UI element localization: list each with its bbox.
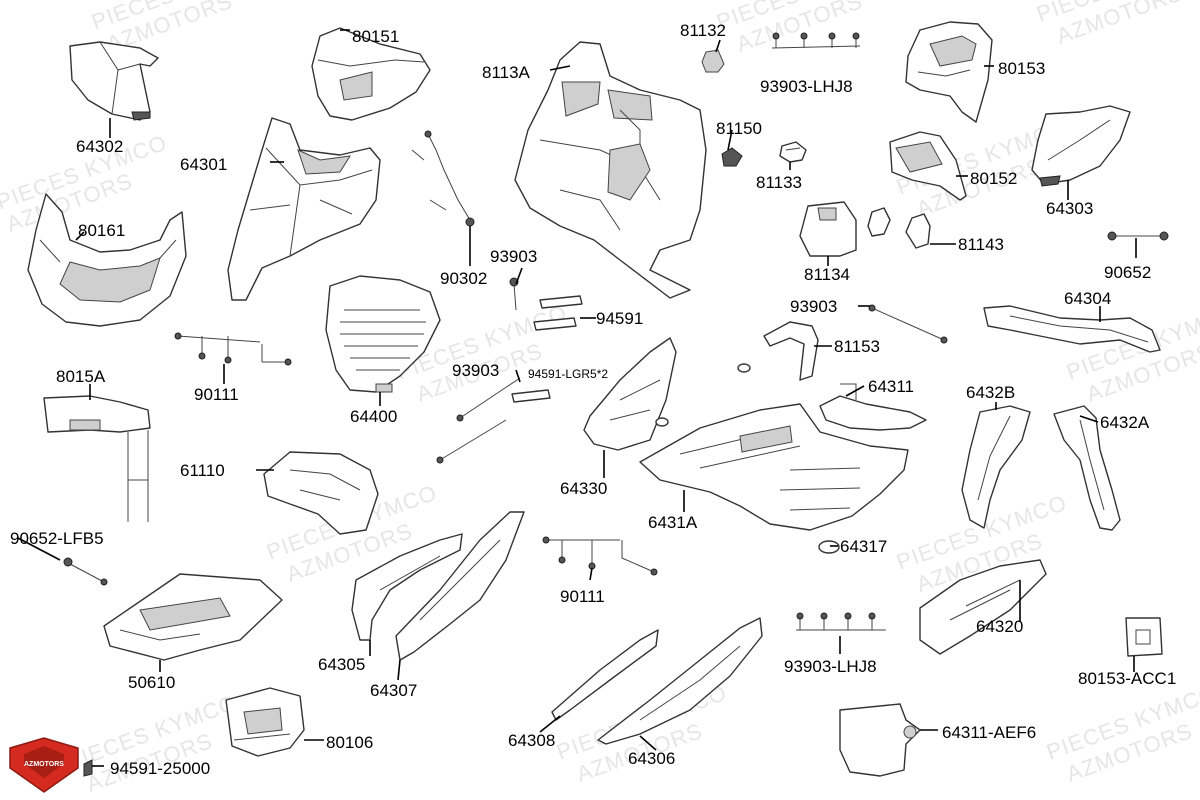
- part-64330[interactable]: [583, 337, 677, 451]
- part-8113A[interactable]: [514, 41, 707, 299]
- part-50610[interactable]: [103, 573, 283, 661]
- label-93903-b: 93903: [790, 297, 837, 316]
- label-64304: 64304: [1064, 289, 1111, 308]
- part-61110[interactable]: [263, 451, 379, 535]
- part-81134[interactable]: [799, 201, 857, 257]
- part-93903-lhj8-bottom[interactable]: [796, 612, 886, 631]
- part-64307[interactable]: [395, 511, 525, 661]
- label-64303: 64303: [1046, 199, 1093, 218]
- label-90111-b: 90111: [560, 587, 605, 606]
- label-64311: 64311: [868, 377, 914, 396]
- part-90111-b[interactable]: [542, 536, 658, 576]
- label-81132: 81132: [680, 21, 726, 40]
- part-90111-a[interactable]: [174, 332, 292, 366]
- label-6432A: 6432A: [1100, 413, 1150, 432]
- part-80152[interactable]: [889, 131, 967, 201]
- label-80153-acc1: 80153-ACC1: [1078, 669, 1176, 688]
- part-64311[interactable]: [819, 383, 927, 431]
- part-6432A[interactable]: [1053, 405, 1121, 531]
- label-90111-a: 90111: [194, 385, 239, 404]
- part-90652-lfb5[interactable]: [63, 557, 108, 586]
- label-64301: 64301: [180, 155, 227, 174]
- label-80152: 80152: [970, 169, 1017, 188]
- part-81153[interactable]: [763, 321, 819, 381]
- logo-text: AZMOTORS: [24, 761, 64, 768]
- label-81134: 81134: [804, 265, 850, 284]
- label-64317: 64317: [840, 537, 887, 556]
- part-64301[interactable]: [227, 117, 381, 301]
- label-80153: 80153: [998, 59, 1045, 78]
- label-64400: 64400: [350, 407, 397, 426]
- label-80151: 80151: [352, 27, 399, 46]
- label-80106: 80106: [326, 733, 373, 752]
- part-64308[interactable]: [551, 629, 659, 721]
- part-80106[interactable]: [225, 687, 305, 757]
- label-80161: 80161: [78, 221, 125, 240]
- label-64305: 64305: [318, 655, 365, 674]
- part-64304[interactable]: [983, 305, 1161, 353]
- label-81143: 81143: [958, 235, 1004, 254]
- part-81143[interactable]: [867, 207, 931, 249]
- label-81150: 81150: [716, 119, 762, 138]
- leader-lines: [17, 29, 1137, 767]
- part-80161[interactable]: [27, 193, 187, 327]
- part-81133[interactable]: [779, 141, 807, 163]
- azmotors-logo: AZMOTORS: [9, 737, 79, 793]
- part-94591[interactable]: [533, 295, 583, 331]
- label-81133: 81133: [756, 173, 802, 192]
- part-64305[interactable]: [351, 533, 463, 641]
- part-90652[interactable]: [1107, 231, 1169, 241]
- label-64307: 64307: [370, 681, 417, 700]
- label-64302: 64302: [76, 137, 123, 156]
- part-64306[interactable]: [597, 617, 763, 745]
- label-64308: 64308: [508, 731, 555, 750]
- part-81132[interactable]: [701, 49, 725, 73]
- part-93903-lhj8-top[interactable]: [771, 32, 861, 49]
- label-93903-a: 93903: [490, 247, 537, 266]
- part-6432B[interactable]: [961, 405, 1031, 529]
- part-90302[interactable]: [411, 130, 475, 227]
- label-93903-c: 93903: [452, 361, 499, 380]
- part-64317[interactable]: [655, 363, 840, 554]
- label-90652-lfb5: 90652-LFB5: [10, 529, 104, 548]
- label-64320: 64320: [976, 617, 1023, 636]
- label-93903-lhj8-bottom: 93903-LHJ8: [784, 657, 877, 676]
- label-6431A: 6431A: [648, 513, 698, 532]
- part-81150[interactable]: [721, 147, 743, 167]
- label-64311-aef6: 64311-AEF6: [942, 723, 1036, 742]
- label-8015A: 8015A: [56, 367, 106, 386]
- part-64320[interactable]: [919, 559, 1047, 655]
- part-80153[interactable]: [905, 21, 993, 123]
- label-90302: 90302: [440, 269, 487, 288]
- label-6432B: 6432B: [966, 383, 1015, 402]
- label-8113A: 8113A: [482, 63, 531, 82]
- part-94591-25000[interactable]: [83, 759, 93, 777]
- part-64303[interactable]: [1031, 105, 1131, 187]
- part-80151[interactable]: [311, 27, 431, 121]
- label-94591-25000: 94591-25000: [110, 759, 210, 778]
- label-50610: 50610: [128, 673, 175, 692]
- labels: 80151 81132 8113A 93903-LHJ8 80153 64302…: [10, 21, 1176, 778]
- label-64330: 64330: [560, 479, 607, 498]
- part-64311-aef6[interactable]: [839, 703, 921, 777]
- label-93903-lhj8-top: 93903-LHJ8: [760, 77, 853, 96]
- part-64302[interactable]: [69, 41, 159, 121]
- label-94591: 94591: [596, 309, 643, 328]
- part-8015A[interactable]: [43, 395, 151, 522]
- part-93903-c[interactable]: [436, 377, 551, 464]
- part-6431A[interactable]: [639, 403, 909, 531]
- label-81153: 81153: [834, 337, 880, 356]
- part-64400[interactable]: [325, 275, 441, 393]
- label-61110: 61110: [180, 461, 225, 480]
- label-90652: 90652: [1104, 263, 1151, 282]
- label-94591-lgr5: 94591-LGR5*2: [528, 367, 608, 381]
- part-80153-acc1[interactable]: [1125, 617, 1163, 657]
- part-93903-b[interactable]: [868, 304, 948, 344]
- label-64306: 64306: [628, 749, 675, 768]
